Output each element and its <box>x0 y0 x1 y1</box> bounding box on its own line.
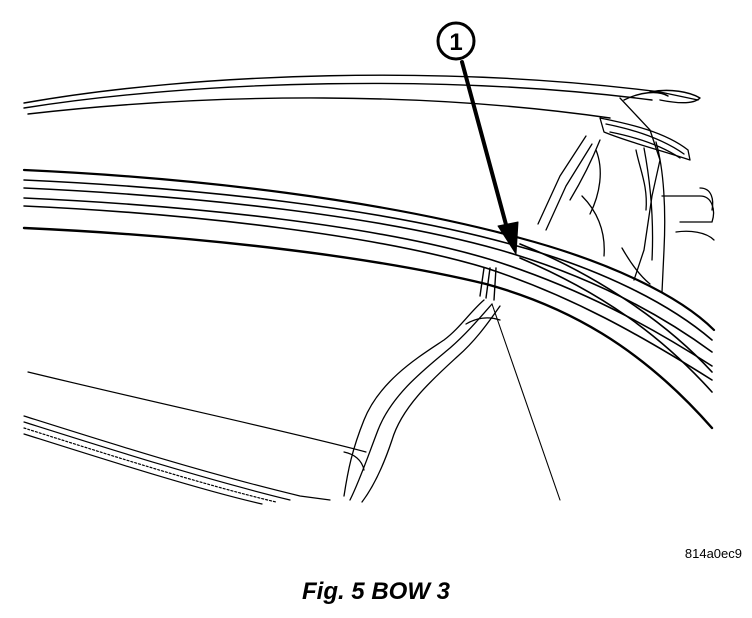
strap <box>343 299 561 503</box>
lower-panel <box>23 371 367 505</box>
roof-rail <box>23 74 701 119</box>
callout-1: 1 <box>436 21 476 61</box>
figure-caption: Fig. 5 BOW 3 <box>301 578 450 605</box>
figure-code: 814a0ec9 <box>684 546 742 561</box>
callout-arrow <box>460 60 519 255</box>
bow-3 <box>22 168 716 430</box>
frame-bracket <box>537 97 715 293</box>
bow-seam <box>479 267 497 301</box>
callout-number: 1 <box>449 29 462 56</box>
